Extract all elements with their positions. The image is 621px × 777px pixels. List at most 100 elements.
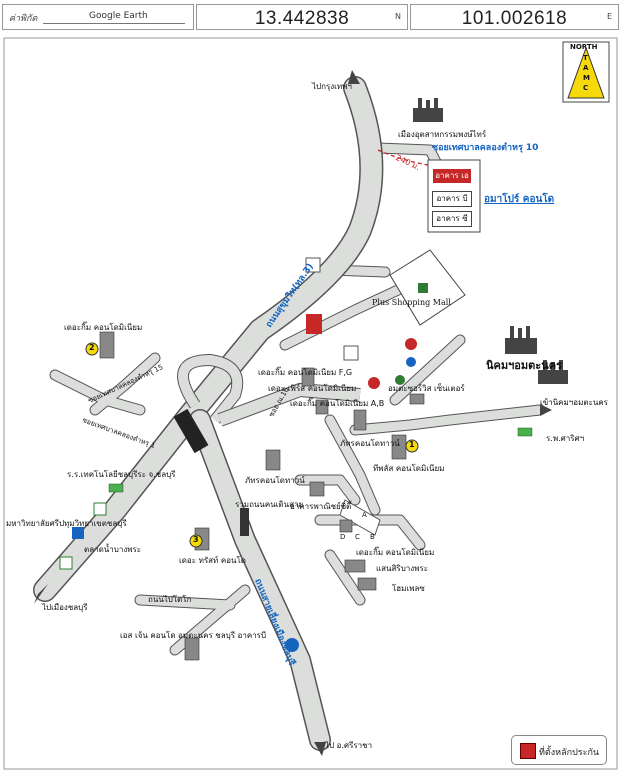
arrow-south: [314, 742, 326, 756]
label-to-bangkok: ไปกรุงเทพฯ: [312, 82, 352, 91]
building-icon-san: [344, 559, 366, 573]
building-icon-phatra-2: [265, 449, 281, 471]
label-to-chonburi: ไปเมืองชลบุรี: [42, 603, 88, 612]
latitude-dir: N: [395, 12, 401, 21]
marker-3: 3: [193, 535, 199, 544]
coordinate-source: Google Earth: [89, 11, 148, 21]
coordinate-field-label: ค่าพิกัด: [9, 14, 38, 24]
sukhumvit-road: [34, 77, 382, 601]
building-icon-cond-2: [99, 331, 115, 359]
map-canvas: ถนนสุขุมวิท(ทล.3) ถนนสายเลี่ยงเมืองชลบุร…: [3, 37, 618, 770]
longitude-value: 101.002618: [461, 8, 568, 29]
map-frame: [3, 37, 618, 770]
marker-1: 1: [409, 440, 415, 449]
label-rs-hospital: ร.พ.ศาริศฯ: [546, 434, 585, 443]
ptt-icon-south: [285, 638, 299, 652]
building-icon-home: [357, 577, 377, 591]
branch-road: [217, 383, 361, 426]
label-commercial: อาคารพาณิชย์ซิตี้: [290, 502, 352, 511]
label-seven-cond: เอส เจ้น คอนโด อมตะนคร ชลบุรี อาคารบี: [120, 631, 267, 640]
number-markers: [85, 342, 419, 548]
building-icon-cond-list: [339, 519, 353, 533]
label-bank-center: อมตะซอร์วิส เซ็นเตอร์: [388, 384, 465, 393]
ramp: [178, 354, 243, 424]
label-soi-10: ซอยเทศบาลคลองตำหรุ 10: [432, 142, 538, 153]
label-phatra-1: ภัทรคอนโดทาวน์: [340, 439, 400, 448]
label-cond-2: เดอะกิ๊ม คอนโดมิเนียม: [64, 323, 143, 332]
bank-green-icon: [395, 375, 405, 385]
seven-eleven-icons: [59, 502, 107, 570]
compass-a: A: [583, 64, 589, 72]
block-letter-c: C: [355, 533, 360, 541]
source-box: ค่าพิกัด Google Earth: [2, 4, 194, 30]
car-icon: [240, 508, 249, 536]
label-phatra-2: ภัทรคอนโดทาวน์: [245, 476, 305, 485]
subject-building-b: อาคาร บี: [432, 191, 472, 207]
block-letter-b: B: [370, 533, 375, 541]
legend-label: ที่ตั้งหลักประกัน: [539, 748, 600, 758]
label-tip-house: ทีพลัส คอนโดมิเนียม: [373, 464, 445, 473]
arrow-east: [540, 404, 552, 416]
building-icon-phatra: [353, 409, 367, 431]
block-a: [339, 499, 381, 536]
compass-m: M: [583, 74, 590, 82]
label-cond-fg: เดอะกิ๊ม คอนโดมิเนียม F,G: [258, 368, 353, 377]
subject-building-c: อาคาร ซี: [432, 211, 472, 227]
north-compass: [562, 41, 610, 103]
arrow-southwest: [34, 584, 48, 604]
hospital-red-icon: [368, 377, 380, 389]
overpass-bridge: [173, 408, 209, 454]
label-cond-seats: เดอะ เฟิร์ส คอนโดมิเนียม: [268, 384, 357, 393]
block-letter-a: A: [362, 511, 367, 519]
label-cond-home: โฮมเพลซ: [392, 584, 425, 593]
label-university: มหาวิทยาลัยศรีปทุมวิทยาเขตชลบุรี: [6, 519, 127, 528]
building-icon-seven: [184, 637, 200, 661]
compass-north: NORTH: [570, 43, 598, 51]
latitude-box: 13.442838 N: [196, 4, 408, 30]
label-the-condo: เดอะ ทรัสท์ คอนโด: [179, 556, 246, 565]
coordinate-header: ค่าพิกัด Google Earth 13.442838 N 101.00…: [0, 0, 621, 34]
compass-t: T: [583, 54, 588, 62]
shop-sign-icon: [306, 314, 322, 334]
block-letter-d: D: [340, 533, 346, 541]
label-road-bg: ถนนไปโตโก: [148, 595, 192, 604]
hospital-icon-rs: [517, 427, 533, 437]
building-icon-ab: [315, 399, 329, 415]
label-industrial-estate: นิคมฯอมตะนคร: [486, 359, 563, 372]
university-icon: [72, 527, 84, 539]
building-icon-commercial: [309, 481, 325, 497]
label-plus-mall: Plus Shopping Mall: [372, 298, 451, 307]
label-san-home: แสนสิริบางพระ: [376, 564, 429, 573]
factory-icon-estate: [505, 326, 537, 354]
factory-icon-estate-2: [538, 360, 568, 384]
label-market-2: รวมถนนคนเดินสาย: [235, 500, 304, 509]
compass-c: C: [583, 84, 589, 92]
map-legend: ที่ตั้งหลักประกัน: [511, 735, 607, 765]
building-icon-bank: [409, 393, 425, 405]
factory-icon-top: [413, 98, 443, 122]
marker-2: 2: [89, 343, 95, 352]
mall-icon: [418, 283, 428, 293]
bank-icon: [406, 357, 416, 367]
gas-station-icons: [305, 257, 359, 361]
label-to-estate: เข้านิคมฯอมตะนคร: [540, 398, 608, 407]
building-icon-fg: [301, 367, 315, 387]
label-school: ร.ร.เทคโนโลยีชลบุรีระ จ.ชลบุรี: [67, 470, 176, 479]
subject-name: อมาโปร์ คอนโด: [484, 194, 555, 205]
arrow-north: [348, 70, 360, 84]
label-cond-list: เดอะกิ๊ม คอนโดมิเนียม: [356, 548, 435, 557]
latitude-value: 13.442838: [254, 8, 350, 29]
label-industrial-top: เมืองอุตสาหกรรมพงษ์ไทร์: [398, 130, 487, 139]
label-market: ตลาดน้ำบางพระ: [84, 545, 142, 554]
longitude-box: 101.002618 E: [410, 4, 619, 30]
hospital-icon-school: [108, 483, 124, 493]
label-cond-ab: เดอะกิ๊ม คอนโดมิเนียม A,B: [290, 399, 385, 408]
underline: [43, 23, 185, 24]
ptt-icon: [405, 338, 417, 350]
bypass-road: [190, 410, 330, 750]
legend-collateral-icon: [520, 743, 536, 759]
longitude-dir: E: [606, 12, 612, 21]
subject-building-a: อาคาร เอ: [432, 168, 472, 184]
location-map: ถนนสุขุมวิท(ทล.3) ถนนสายเลี่ยงเมืองชลบุร…: [0, 34, 621, 773]
label-to-sriracha: ไป อ.ศรีราชา: [325, 741, 373, 750]
